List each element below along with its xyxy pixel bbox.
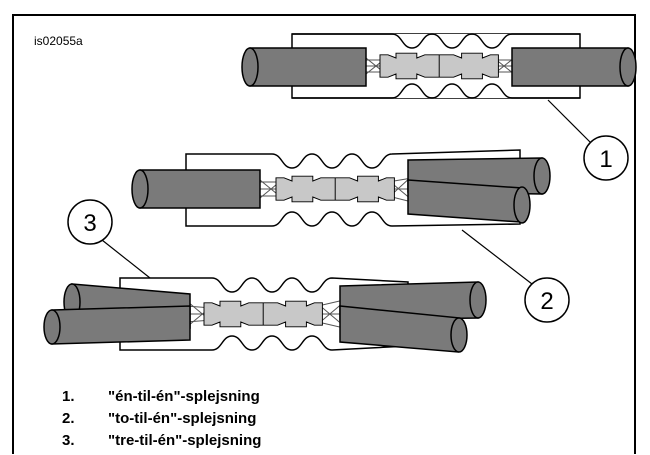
splice-three-to-one: 3 <box>43 199 487 353</box>
figure-frame <box>12 14 636 454</box>
legend-item: 1. "én-til-én"-splejsning <box>62 386 261 408</box>
callout-1-label: 1 <box>599 146 612 173</box>
legend: 1. "én-til-én"-splejsning 2. "to-til-én"… <box>62 386 261 452</box>
callout-1 <box>583 135 629 181</box>
legend-text: "én-til-én"-splejsning <box>108 388 260 405</box>
splice-one-to-one: 1 <box>241 33 637 181</box>
legend-text: "to-til-én"-splejsning <box>108 410 257 427</box>
figure-id: is02055a <box>34 34 83 48</box>
legend-number: 1. <box>62 388 75 405</box>
callout-2-label: 2 <box>540 288 553 315</box>
legend-item: 2. "to-til-én"-splejsning <box>62 408 261 430</box>
splice-two-to-one: 2 <box>131 149 570 323</box>
callout-3 <box>67 199 113 245</box>
legend-number: 3. <box>62 432 75 449</box>
legend-number: 2. <box>62 410 75 427</box>
callout-3-label: 3 <box>83 210 96 237</box>
callout-2 <box>524 277 570 323</box>
legend-text: "tre-til-én"-splejsning <box>108 432 262 449</box>
legend-item: 3. "tre-til-én"-splejsning <box>62 430 261 452</box>
